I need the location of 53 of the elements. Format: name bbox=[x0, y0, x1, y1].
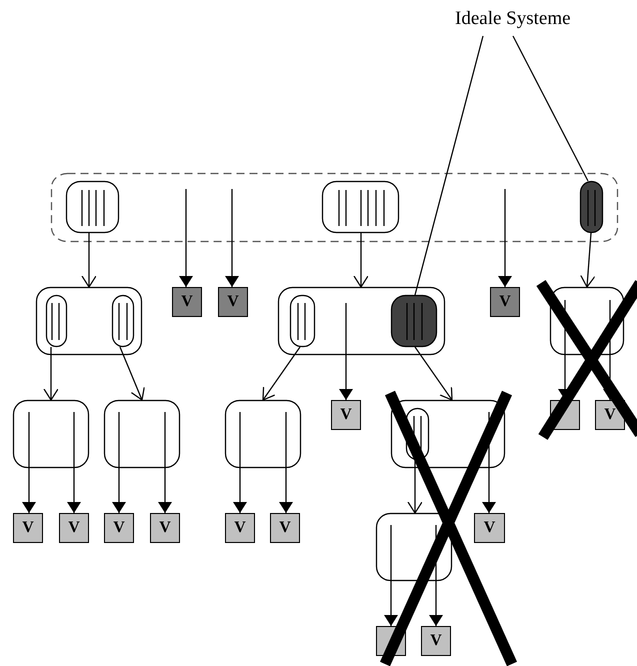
v-box: V bbox=[421, 626, 451, 656]
v-box: V bbox=[474, 513, 505, 543]
arrow bbox=[43, 347, 59, 401]
v-box: V bbox=[270, 513, 300, 543]
rounded-box bbox=[322, 181, 399, 233]
arrow bbox=[580, 232, 596, 288]
arrow bbox=[339, 355, 353, 400]
arrow bbox=[119, 346, 145, 401]
v-box: V bbox=[150, 513, 180, 543]
rounded-box bbox=[278, 287, 445, 355]
arrow bbox=[279, 468, 293, 513]
arrow bbox=[262, 346, 300, 401]
arrow bbox=[158, 468, 172, 513]
pill-shape bbox=[406, 408, 429, 460]
arrow bbox=[179, 189, 193, 287]
pill-shape bbox=[46, 295, 67, 347]
arrow bbox=[407, 460, 423, 514]
arrow bbox=[498, 189, 512, 287]
v-box: V bbox=[172, 287, 202, 317]
rounded-box bbox=[104, 400, 180, 468]
v-box: V bbox=[490, 287, 520, 317]
arrow bbox=[384, 581, 398, 626]
arrow bbox=[429, 581, 443, 626]
v-box: V bbox=[331, 400, 361, 430]
rounded-box bbox=[13, 400, 89, 468]
arrow bbox=[233, 468, 247, 513]
rounded-box bbox=[225, 400, 301, 468]
filled-pill-shape bbox=[580, 181, 603, 233]
arrow bbox=[67, 468, 81, 513]
arrow bbox=[81, 233, 97, 288]
dashed-group-box bbox=[51, 173, 618, 242]
rounded-box bbox=[391, 400, 505, 468]
leader-line bbox=[512, 36, 589, 182]
v-box: V bbox=[218, 287, 248, 317]
rounded-box bbox=[66, 181, 119, 233]
filled-rounded-box bbox=[391, 295, 437, 347]
arrow bbox=[353, 233, 369, 288]
v-box: V bbox=[59, 513, 89, 543]
rounded-box bbox=[36, 287, 142, 355]
pill-shape bbox=[290, 295, 315, 347]
v-box: V bbox=[104, 513, 134, 543]
arrow bbox=[414, 346, 453, 401]
arrow bbox=[112, 468, 126, 513]
leader-line bbox=[414, 36, 484, 296]
rounded-box bbox=[376, 513, 452, 581]
v-box: V bbox=[13, 513, 43, 543]
v-box: V bbox=[225, 513, 255, 543]
rounded-box bbox=[550, 287, 624, 355]
caption-text: Ideale Systeme bbox=[455, 8, 600, 36]
arrow bbox=[225, 189, 239, 287]
arrow bbox=[482, 468, 496, 513]
pill-shape bbox=[112, 295, 134, 347]
arrow bbox=[22, 468, 36, 513]
